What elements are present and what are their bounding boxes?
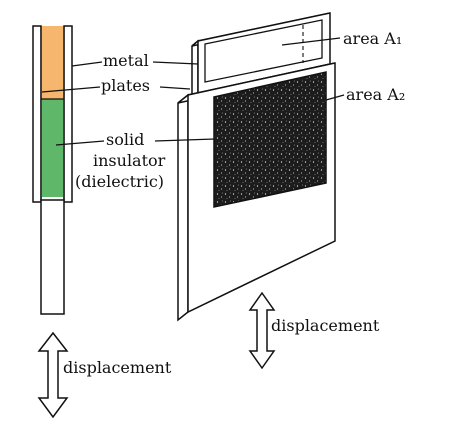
double-arrow-vertical-icon [37,331,69,419]
leader-area-a2 [325,94,345,101]
dielectric-block [213,71,327,208]
label-metal: metal [103,51,149,70]
top-plate-region [42,26,63,99]
label-displacement-left: displacement [63,358,172,377]
label-area-a1: area A₁ [343,29,403,48]
leader-plates-right [159,86,191,90]
label-area-a2: area A₂ [346,85,406,104]
double-arrow-vertical-icon [248,291,276,370]
top-plate-section [204,19,323,83]
right-metal-plate [63,25,73,203]
side-view [32,25,105,419]
leader-insulator [55,140,105,146]
leader-area-a1 [281,37,341,46]
leader-insulator-right [154,138,216,142]
dielectric-region [42,99,63,197]
sliding-stem [40,199,65,315]
left-metal-plate [32,25,42,203]
back-plate-side [191,39,199,100]
label-insulator: insulator [93,151,166,170]
perspective-view [152,12,345,370]
label-plates: plates [101,76,151,95]
label-solid: solid [106,130,145,149]
leader-plates [41,86,101,93]
front-plate-side [177,93,189,322]
label-dielectric: (dielectric) [75,172,165,191]
leader-metal [71,61,103,67]
label-displacement-right: displacement [271,316,380,335]
displacement-arrow-left [37,331,69,419]
displacement-arrow-right [248,291,276,370]
leader-metal-right [152,61,199,65]
